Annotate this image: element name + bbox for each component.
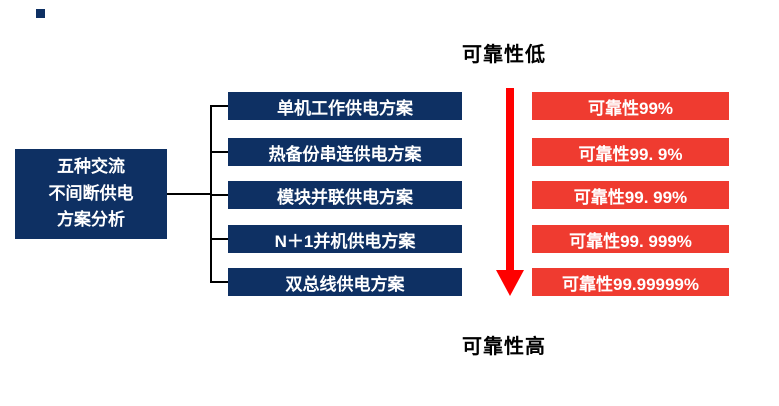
scheme-box-5: 双总线供电方案 — [228, 268, 462, 296]
root-topic-box: 五种交流 不间断供电 方案分析 — [15, 149, 167, 239]
scheme-box-1: 单机工作供电方案 — [228, 92, 462, 120]
reliability-label-4: 可靠性99. 999% — [569, 231, 692, 251]
reliability-box-4: 可靠性99. 999% — [532, 225, 729, 253]
scheme-label-4: N＋1并机供电方案 — [274, 231, 416, 251]
connector-stub-5 — [210, 281, 228, 283]
slide-corner-marker — [36, 9, 45, 18]
reliability-box-1: 可靠性99% — [532, 92, 729, 120]
scheme-box-3: 模块并联供电方案 — [228, 181, 462, 209]
scheme-label-3: 模块并联供电方案 — [277, 187, 413, 207]
scheme-label-5: 双总线供电方案 — [285, 274, 405, 294]
connector-stub-4 — [210, 238, 228, 240]
reliability-label-5: 可靠性99.99999% — [561, 274, 700, 294]
scheme-box-4: N＋1并机供电方案 — [228, 225, 462, 253]
reliability-label-3: 可靠性99. 99% — [573, 187, 688, 207]
reliability-arrow-head — [496, 270, 524, 296]
reliability-label-2: 可靠性99. 9% — [578, 144, 683, 164]
connector-stub-3 — [210, 194, 228, 196]
reliability-box-3: 可靠性99. 99% — [532, 181, 729, 209]
root-topic-line-3: 方案分析 — [57, 210, 125, 230]
reliability-arrow-shaft — [506, 88, 514, 272]
connector-root-branch — [167, 193, 210, 195]
scheme-label-2: 热备份串连供电方案 — [268, 144, 422, 164]
reliability-label-1: 可靠性99% — [587, 98, 674, 118]
scheme-box-2: 热备份串连供电方案 — [228, 138, 462, 166]
reliability-box-2: 可靠性99. 9% — [532, 138, 729, 166]
root-topic-line-2: 不间断供电 — [48, 183, 134, 203]
label-reliability-low: 可靠性低 — [462, 44, 546, 66]
reliability-box-5: 可靠性99.99999% — [532, 268, 729, 296]
label-reliability-high: 可靠性高 — [462, 336, 546, 358]
root-topic-line-1: 五种交流 — [57, 157, 125, 177]
scheme-label-1: 单机工作供电方案 — [277, 98, 413, 118]
connector-stub-2 — [210, 151, 228, 153]
connector-stub-1 — [210, 105, 228, 107]
